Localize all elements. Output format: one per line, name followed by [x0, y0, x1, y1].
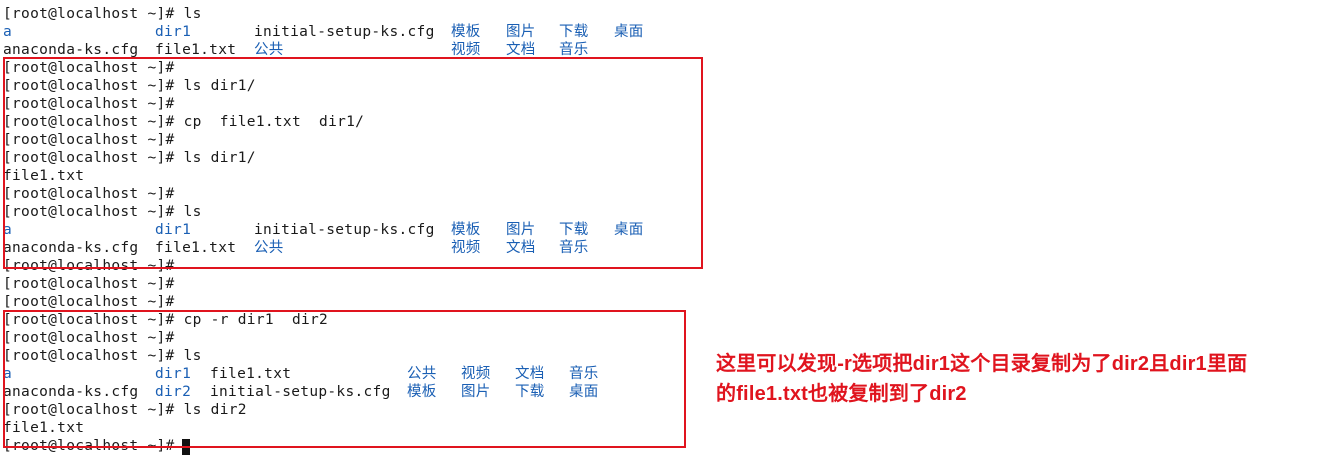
annotation-line-2: 的file1.txt也被复制到了dir2	[716, 383, 967, 405]
directory-entry: 音乐	[569, 366, 599, 382]
directory-entry: 视频	[451, 42, 481, 58]
directory-entry: 桌面	[614, 24, 644, 40]
directory-entry: 图片	[506, 222, 536, 238]
highlight-box-copy-dir	[3, 310, 686, 448]
directory-entry: 文档	[515, 366, 545, 382]
file-entry: initial-setup-ks.cfg	[254, 222, 435, 238]
directory-entry: 图片	[506, 24, 536, 40]
file-entry: file1.txt	[210, 366, 292, 382]
file-entry: file1.txt	[3, 420, 85, 436]
directory-entry: a	[3, 366, 13, 382]
prompt-line: [root@localhost ~]# cp file1.txt dir1/	[3, 114, 365, 130]
file-entry: file1.txt	[155, 42, 237, 58]
directory-entry: 桌面	[569, 384, 599, 400]
directory-entry: dir2	[155, 384, 192, 400]
highlight-box-copy-file	[3, 57, 703, 269]
directory-entry: a	[3, 222, 13, 238]
prompt-line: [root@localhost ~]#	[3, 294, 184, 310]
directory-entry: 模板	[451, 222, 481, 238]
directory-entry: dir1	[155, 366, 192, 382]
directory-entry: a	[3, 24, 13, 40]
file-entry: file1.txt	[3, 168, 85, 184]
prompt-line: [root@localhost ~]# ls dir2	[3, 402, 247, 418]
directory-entry: 视频	[461, 366, 491, 382]
prompt-line: [root@localhost ~]# ls dir1/	[3, 150, 256, 166]
directory-entry: 音乐	[559, 240, 589, 256]
directory-entry: 下载	[559, 24, 589, 40]
directory-entry: 下载	[559, 222, 589, 238]
directory-entry: 下载	[515, 384, 545, 400]
prompt-line: [root@localhost ~]#	[3, 330, 184, 346]
prompt-line: [root@localhost ~]#	[3, 186, 184, 202]
directory-entry: 公共	[254, 42, 284, 58]
prompt-line: [root@localhost ~]# ls	[3, 204, 202, 220]
directory-entry: dir1	[155, 222, 192, 238]
prompt-line: [root@localhost ~]#	[3, 60, 184, 76]
prompt-line: [root@localhost ~]#	[3, 276, 184, 292]
directory-entry: 模板	[451, 24, 481, 40]
file-entry: anaconda-ks.cfg	[3, 42, 139, 58]
prompt-line: [root@localhost ~]#	[3, 96, 184, 112]
directory-entry: 文档	[506, 42, 536, 58]
prompt-line: [root@localhost ~]# ls	[3, 348, 202, 364]
directory-entry: dir1	[155, 24, 192, 40]
file-entry: initial-setup-ks.cfg	[254, 24, 435, 40]
file-entry: initial-setup-ks.cfg	[210, 384, 391, 400]
directory-entry: 视频	[451, 240, 481, 256]
file-entry: anaconda-ks.cfg	[3, 384, 139, 400]
file-entry: file1.txt	[155, 240, 237, 256]
prompt-line: [root@localhost ~]#	[3, 258, 184, 274]
prompt-line: [root@localhost ~]# cp -r dir1 dir2	[3, 312, 329, 328]
prompt-line: [root@localhost ~]# ls dir1/	[3, 78, 256, 94]
directory-entry: 公共	[254, 240, 284, 256]
directory-entry: 公共	[407, 366, 437, 382]
file-entry: anaconda-ks.cfg	[3, 240, 139, 256]
directory-entry: 模板	[407, 384, 437, 400]
directory-entry: 图片	[461, 384, 491, 400]
prompt-line: [root@localhost ~]# ls	[3, 6, 202, 22]
prompt-line: [root@localhost ~]#	[3, 132, 184, 148]
directory-entry: 文档	[506, 240, 536, 256]
annotation-note: 这里可以发现-r选项把dir1这个目录复制为了dir2且dir1里面 的file…	[716, 349, 1316, 409]
annotation-line-1: 这里可以发现-r选项把dir1这个目录复制为了dir2且dir1里面	[716, 353, 1248, 375]
directory-entry: 桌面	[614, 222, 644, 238]
directory-entry: 音乐	[559, 42, 589, 58]
